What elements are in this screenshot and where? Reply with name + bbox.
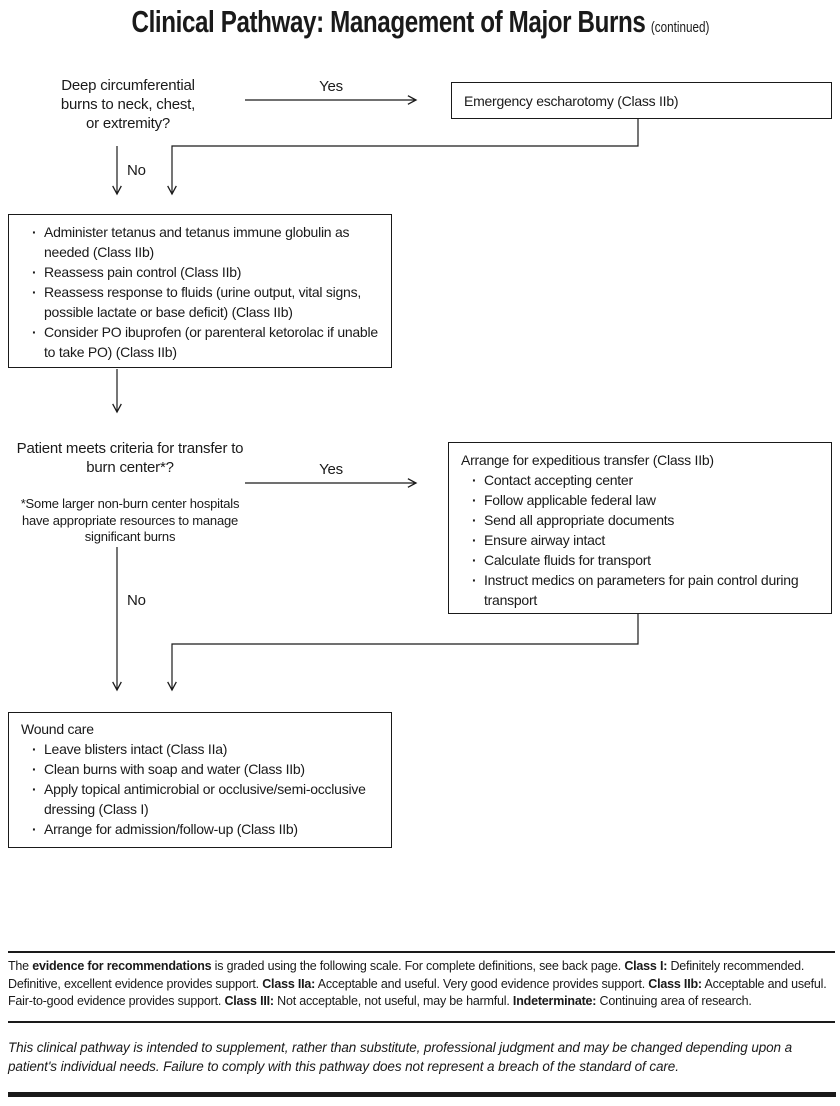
- escharotomy-box: Emergency escharotomy (Class IIb): [451, 82, 832, 119]
- connector-transfer-to-wound-care: [167, 614, 639, 692]
- yes-label-burns: Yes: [319, 78, 343, 95]
- evidence-term: evidence for recommendations: [32, 959, 212, 973]
- evidence-scale-paragraph: The evidence for recommendations is grad…: [8, 958, 834, 1011]
- evidence-term: Indeterminate:: [512, 994, 597, 1008]
- bullet-item: Send all appropriate documents: [461, 510, 823, 530]
- decision-transfer-criteria: Patient meets criteria for transfer to b…: [16, 440, 244, 476]
- evidence-term: Class IIa:: [262, 976, 316, 991]
- treatment-box: Administer tetanus and tetanus immune gl…: [8, 214, 392, 368]
- bullet-item: Administer tetanus and tetanus immune gl…: [21, 222, 383, 262]
- evidence-text: Continuing area of research.: [596, 994, 752, 1008]
- bullet-item: Leave blisters intact (Class IIa): [21, 739, 383, 759]
- evidence-text: Acceptable and useful. Fair-to-good evid…: [8, 976, 827, 1009]
- yes-label-transfer: Yes: [319, 461, 343, 478]
- evidence-text: is graded using the following scale. For…: [211, 959, 625, 973]
- bullet-item: Instruct medics on parameters for pain c…: [461, 570, 823, 610]
- no-label-burns: No: [127, 162, 146, 179]
- divider-bottom: [8, 1092, 836, 1097]
- evidence-term: Class III:: [224, 994, 274, 1008]
- connector-escharotomy-to-treatment: [167, 119, 639, 196]
- evidence-term: Class IIb:: [648, 976, 702, 991]
- bullet-item: Follow applicable federal law: [461, 490, 823, 510]
- decision-deep-circumferential-burns: Deep circumferential burns to neck, ches…: [60, 77, 196, 132]
- transfer-footnote: *Some larger non-burn center hospitals h…: [20, 496, 240, 544]
- bullet-item: Clean burns with soap and water (Class I…: [21, 759, 383, 779]
- escharotomy-text: Emergency escharotomy (Class IIb): [464, 92, 679, 109]
- evidence-term: Class I:: [624, 959, 668, 973]
- page-title: Clinical Pathway: Management of Major Bu…: [0, 4, 840, 40]
- divider-top: [8, 951, 835, 953]
- transfer-bullet-list: Contact accepting centerFollow applicabl…: [449, 470, 831, 610]
- transfer-box: Arrange for expeditious transfer (Class …: [448, 442, 832, 614]
- title-continued: (continued): [650, 19, 709, 36]
- bullet-item: Ensure airway intact: [461, 530, 823, 550]
- wound-care-box: Wound care Leave blisters intact (Class …: [8, 712, 392, 848]
- evidence-text: Acceptable and useful. Very good evidenc…: [315, 976, 649, 991]
- page-title-text: Clinical Pathway: Management of Major Bu…: [131, 4, 709, 40]
- bullet-item: Reassess pain control (Class IIb): [21, 262, 383, 282]
- disclaimer-paragraph: This clinical pathway is intended to sup…: [8, 1040, 793, 1074]
- bullet-item: Reassess response to fluids (urine outpu…: [21, 282, 383, 322]
- evidence-text: Not acceptable, not useful, may be harmf…: [273, 994, 513, 1008]
- evidence-text: Definitely recommended. Definitive, exce…: [8, 959, 805, 991]
- treatment-bullet-list: Administer tetanus and tetanus immune gl…: [9, 222, 391, 362]
- evidence-text: The: [8, 959, 33, 973]
- wound-care-bullet-list: Leave blisters intact (Class IIa)Clean b…: [9, 739, 391, 839]
- bullet-item: Contact accepting center: [461, 470, 823, 490]
- title-main: Clinical Pathway: Management of Major Bu…: [131, 4, 645, 39]
- bullet-item: Arrange for admission/follow-up (Class I…: [21, 819, 383, 839]
- wound-care-heading: Wound care: [21, 721, 94, 737]
- transfer-heading: Arrange for expeditious transfer (Class …: [461, 452, 714, 468]
- bullet-item: Consider PO ibuprofen (or parenteral ket…: [21, 322, 383, 362]
- bullet-item: Calculate fluids for transport: [461, 550, 823, 570]
- no-label-transfer: No: [127, 592, 146, 609]
- bullet-item: Apply topical antimicrobial or occlusive…: [21, 779, 383, 819]
- divider-middle: [8, 1021, 835, 1023]
